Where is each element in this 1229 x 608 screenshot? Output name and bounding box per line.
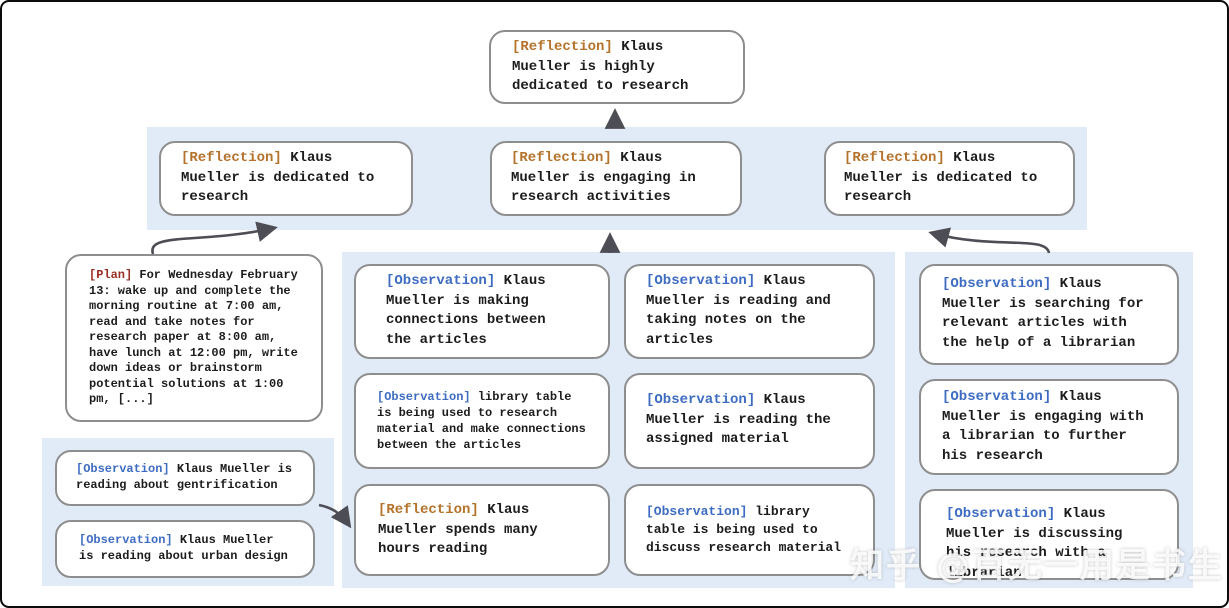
observation-tag: [Observation] [377, 390, 471, 404]
node-text: library table is being used to discuss r… [646, 504, 842, 555]
node-text: Klaus Mueller is dedicated to research [181, 150, 375, 205]
node-text: Klaus Mueller is searching for relevant … [942, 276, 1144, 351]
reflection-tag: [Reflection] [511, 150, 612, 166]
node-observation-library-table-research: [Observation]library table is being used… [354, 373, 610, 469]
arrow-plan-to-left-reflection [151, 221, 278, 255]
observation-tag: [Observation] [646, 392, 756, 408]
node-reflection-right: [Reflection]Klaus Mueller is dedicated t… [824, 141, 1075, 216]
reflection-tag: [Reflection] [378, 502, 479, 518]
node-observation-searching-articles: [Observation]Klaus Mueller is searching … [919, 264, 1179, 365]
observation-tag: [Observation] [942, 389, 1052, 405]
node-text: Klaus Mueller is engaging in research ac… [511, 150, 696, 205]
node-text: Klaus Mueller spends many hours reading [378, 502, 538, 557]
node-observation-assigned-material: [Observation]Klaus Mueller is reading th… [624, 373, 875, 469]
observation-tag: [Observation] [76, 462, 170, 476]
node-observation-discussing-research: [Observation]Klaus Mueller is discussing… [919, 489, 1179, 581]
node-text: Klaus Mueller is making connections betw… [386, 273, 546, 348]
node-text: Klaus Mueller is discussing his research… [946, 506, 1123, 581]
node-text: For Wednesday February 13: wake up and c… [89, 268, 298, 406]
reflection-tag: [Reflection] [181, 150, 282, 166]
reflection-tag: [Reflection] [512, 39, 613, 55]
observation-tag: [Observation] [646, 273, 756, 289]
node-reflection-left: [Reflection]Klaus Mueller is dedicated t… [159, 141, 413, 216]
plan-tag: [Plan] [89, 268, 133, 282]
node-observation-taking-notes: [Observation]Klaus Mueller is reading an… [624, 264, 875, 359]
node-text: Klaus Mueller is dedicated to research [844, 150, 1038, 205]
node-text: Klaus Mueller is reading and taking note… [646, 273, 831, 348]
node-text: Klaus Mueller is reading about gentrific… [76, 462, 293, 492]
node-observation-urban-design: [Observation]Klaus Mueller is reading ab… [55, 520, 315, 578]
node-text: library table is being used to research … [377, 390, 586, 452]
node-reflection-hours-reading: [Reflection]Klaus Mueller spends many ho… [354, 484, 610, 576]
node-text: Klaus Mueller is reading about urban des… [79, 533, 288, 563]
node-root-reflection: [Reflection]Klaus Mueller is highly dedi… [489, 30, 745, 104]
observation-tag: [Observation] [79, 533, 173, 547]
node-observation-library-table-discuss: [Observation]library table is being used… [624, 484, 875, 576]
node-observation-engaging-librarian: [Observation]Klaus Mueller is engaging w… [919, 379, 1179, 475]
node-text: Klaus Mueller is engaging with a librari… [942, 389, 1144, 464]
node-text: Klaus Mueller is reading the assigned ma… [646, 392, 831, 447]
observation-tag: [Observation] [946, 506, 1056, 522]
node-reflection-middle: [Reflection]Klaus Mueller is engaging in… [490, 141, 742, 216]
arrow-right-band-to-right-reflection [928, 227, 1051, 254]
zhihu-watermark: 知乎 @百无一用是书生 [850, 546, 1224, 586]
node-plan: [Plan]For Wednesday February 13: wake up… [65, 254, 323, 422]
observation-tag: [Observation] [386, 273, 496, 289]
observation-tag: [Observation] [646, 504, 748, 519]
node-observation-gentrification: [Observation]Klaus Mueller is reading ab… [55, 450, 315, 506]
node-text: Klaus Mueller is highly dedicated to res… [512, 39, 689, 94]
observation-tag: [Observation] [942, 276, 1052, 292]
node-observation-making-connections: [Observation]Klaus Mueller is making con… [354, 264, 610, 359]
reflection-tag: [Reflection] [844, 150, 945, 166]
